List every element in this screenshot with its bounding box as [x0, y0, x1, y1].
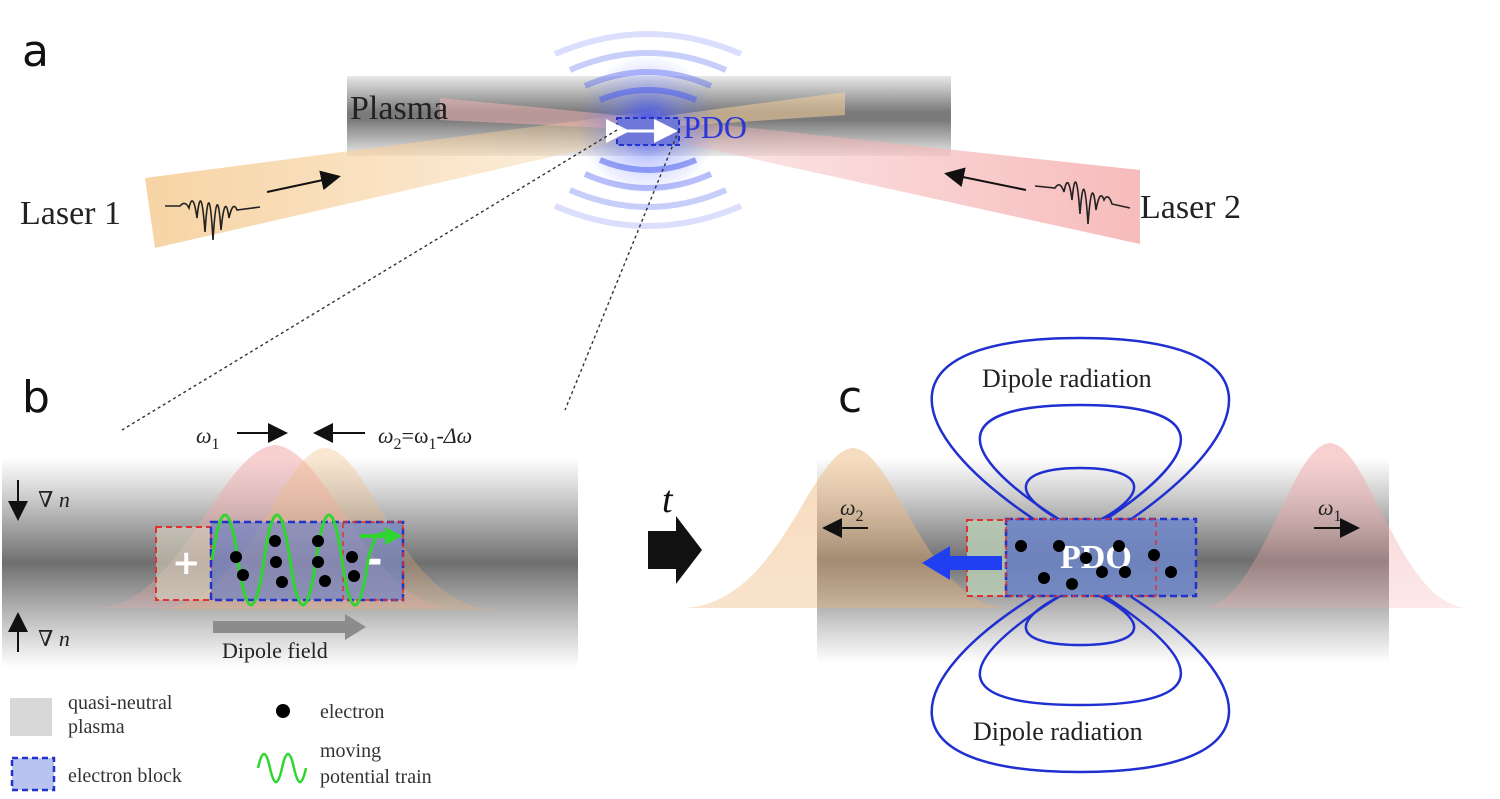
legend-train-swatch	[256, 752, 308, 784]
dipole-field-label: Dipole field	[222, 638, 328, 663]
electron	[1096, 566, 1108, 578]
field-line-top-middle	[978, 403, 1182, 522]
legend-electron-swatch	[276, 704, 290, 718]
ion-block-b	[155, 526, 212, 601]
electron	[1066, 578, 1078, 590]
zoom-line-right	[564, 129, 680, 411]
plus-sign: +	[172, 543, 201, 583]
legend-electron-block: electron block	[68, 765, 182, 787]
block-motion-arrow	[922, 546, 1002, 580]
electron	[1113, 540, 1125, 552]
electron	[312, 535, 324, 547]
panel-a-letter: a	[22, 26, 49, 77]
legend-train-line2: potential train	[320, 766, 432, 788]
zoom-line-left	[121, 129, 618, 431]
time-label: t	[662, 479, 674, 521]
electron	[1148, 549, 1160, 561]
omega1-label-c: ω1	[1318, 495, 1342, 525]
electron	[269, 535, 281, 547]
laser2-beam	[640, 116, 1140, 244]
electrons-b	[230, 535, 360, 588]
electron	[1165, 566, 1177, 578]
field-line-top-outer	[930, 336, 1231, 522]
laser1-label: Laser 1	[20, 195, 121, 232]
electron	[1119, 566, 1131, 578]
omega2-label-c: ω2	[840, 495, 864, 525]
electron	[346, 551, 358, 563]
omega1-label-b: ω1	[196, 423, 220, 453]
laser1-envelope-c	[1200, 443, 1470, 608]
grad-n-bottom-label: ∇ n	[38, 626, 70, 651]
panel-a: a Plasma PDO Laser 1 Laser 2	[20, 26, 1241, 431]
laser2-direction-arrow	[944, 167, 1027, 191]
electron	[1053, 540, 1065, 552]
electron	[348, 570, 360, 582]
laser1-beam	[145, 110, 660, 248]
legend-plasma-swatch	[10, 698, 52, 736]
electron	[237, 569, 249, 581]
charge-region-c	[1005, 518, 1157, 597]
omega2-label-b: ω2=ω1-Δω	[378, 423, 472, 453]
laser1-direction-arrow	[266, 170, 341, 193]
pdo-label: PDO	[683, 109, 747, 145]
radiation-ripples-bottom	[553, 157, 743, 229]
electron	[312, 556, 324, 568]
laser1-pulse	[165, 200, 261, 241]
dipole-radiation-bottom-label: Dipole radiation	[973, 717, 1143, 746]
grad-n-top-label: ∇ n	[38, 487, 70, 512]
field-line-bottom-outer	[930, 594, 1231, 774]
legend: quasi-neutral plasma electron block elec…	[10, 692, 432, 792]
dipole-field-arrow	[213, 614, 366, 640]
field-line-top-inner	[1024, 466, 1136, 522]
train-direction-arrow	[360, 527, 402, 545]
legend-plasma-line1: quasi-neutral	[68, 692, 173, 714]
electron	[319, 575, 331, 587]
electron	[230, 551, 242, 563]
potential-train-b	[210, 513, 390, 607]
electron	[1038, 572, 1050, 584]
time-arrow: t	[648, 479, 702, 584]
radiation-ripples-top	[553, 31, 743, 103]
legend-train-line1: moving	[320, 740, 381, 762]
field-line-bottom-inner	[1024, 594, 1136, 647]
dipole-radiation-top-label: Dipole radiation	[982, 364, 1152, 393]
panel-c-letter: c	[838, 372, 862, 423]
electron	[276, 576, 288, 588]
field-line-bottom-middle	[978, 594, 1182, 707]
electrons-c	[1015, 540, 1177, 590]
panel-c: c PDO	[680, 336, 1470, 774]
panel-b: b + - Dipole field	[2, 372, 578, 668]
laser2-label: Laser 2	[1140, 189, 1241, 226]
panel-b-letter: b	[22, 372, 50, 423]
electron	[1080, 552, 1092, 564]
dipole-radiation-lines	[930, 336, 1231, 774]
electron	[270, 556, 282, 568]
legend-electron: electron	[320, 701, 384, 723]
electron	[1015, 540, 1027, 552]
plasma-label: Plasma	[350, 90, 448, 127]
laser2-pulse	[1034, 181, 1131, 225]
legend-electron-block-swatch	[10, 756, 56, 792]
legend-plasma-line2: plasma	[68, 716, 125, 738]
time-arrow-shape	[648, 516, 702, 584]
